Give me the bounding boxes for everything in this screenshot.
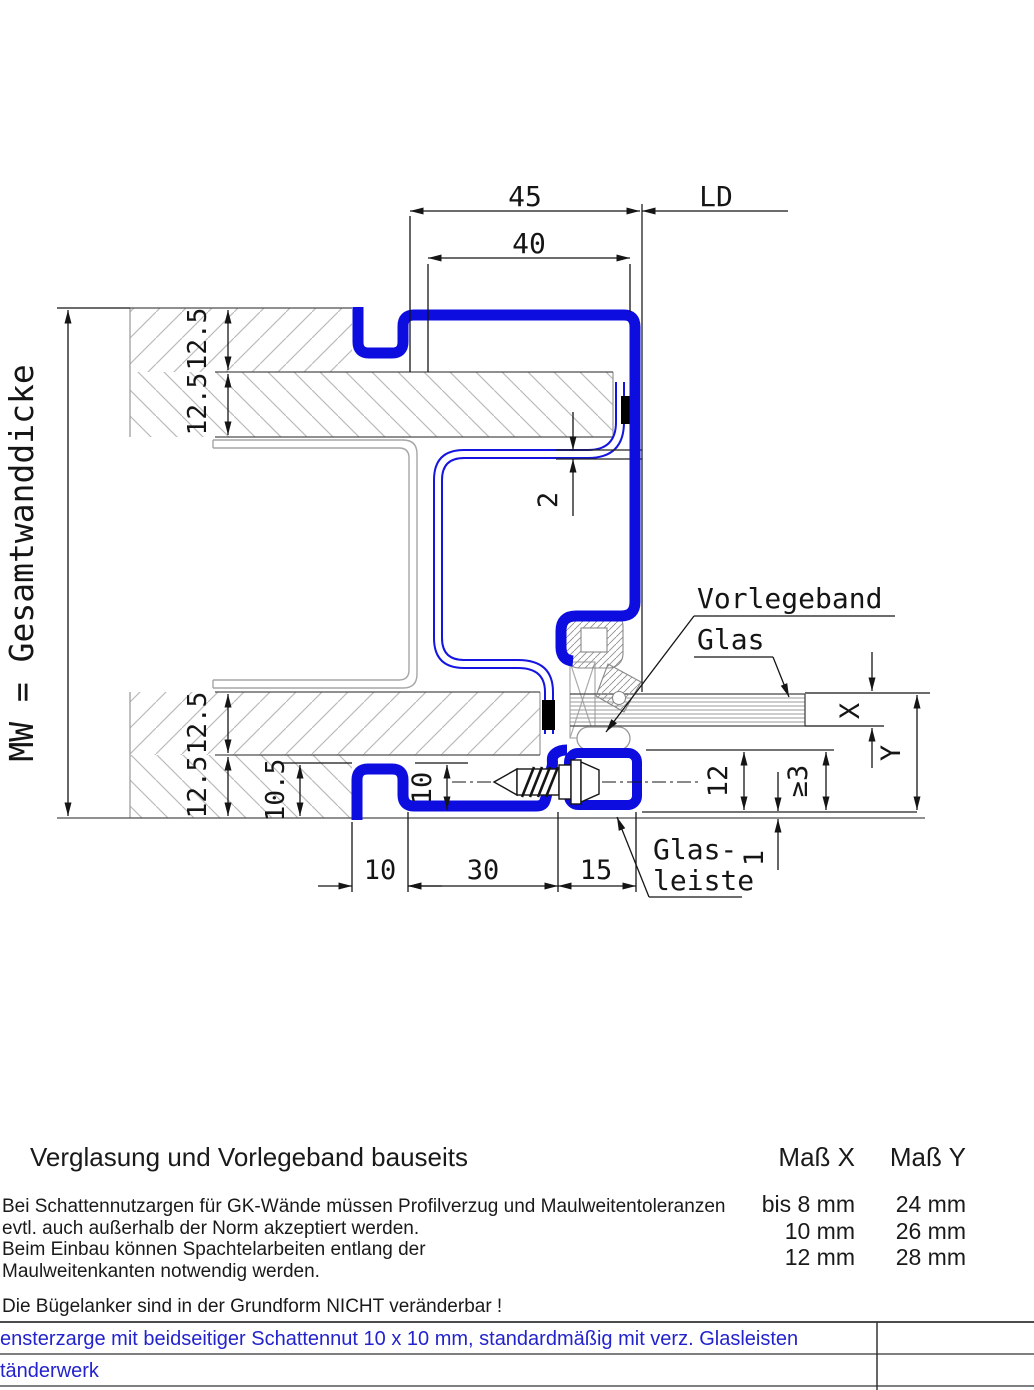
frame-bottom-half — [351, 744, 568, 820]
wall-boundary-lines — [57, 307, 925, 819]
seal-top — [621, 396, 632, 424]
dimension-mw — [57, 307, 130, 816]
label-vorlegeband: Vorlegeband — [697, 582, 882, 615]
dim-text-15: 15 — [580, 855, 613, 886]
wall-layer-3 — [130, 692, 540, 755]
seal-bottom — [542, 700, 555, 730]
value-y-row2: 26 mm — [895, 1217, 966, 1244]
dim-text-1: 1 — [739, 850, 770, 866]
dim-text-ld: LD — [699, 180, 733, 213]
dim-text-groove10: 10 — [364, 855, 397, 886]
dim-text-ge3: ≥3 — [783, 765, 814, 798]
value-x-row3: 12 mm — [784, 1244, 855, 1270]
notes-line-2: evtl. auch außerhalb der Norm akzeptiert… — [2, 1217, 420, 1239]
wall-layer-4 — [130, 755, 352, 818]
value-y-row3: 28 mm — [895, 1244, 966, 1270]
vorlegeband-tape — [576, 726, 631, 751]
wall-outlines — [129, 308, 614, 818]
dim-text-125-2: 12.5 — [183, 373, 213, 436]
dim-text-2: 2 — [533, 492, 564, 508]
notes-heading: Verglasung und Vorlegeband bauseits — [30, 1142, 469, 1172]
edge-lines — [641, 204, 917, 813]
title-block-lines — [0, 1321, 1034, 1390]
col-header-x: Maß X — [778, 1142, 855, 1172]
dim-text-125-1: 12.5 — [183, 308, 213, 371]
gasket — [564, 611, 642, 713]
dim-text-30: 30 — [467, 855, 500, 886]
label-glas: Glas — [697, 623, 764, 656]
dimension-x — [805, 652, 930, 768]
callouts: Vorlegeband Glas Glas- leiste — [605, 582, 895, 898]
notes-line-3: Beim Einbau können Spachtelarbeiten entl… — [2, 1239, 426, 1260]
stud-profile — [212, 439, 418, 689]
dimension-45 — [409, 207, 640, 372]
value-x-row2: 10 mm — [784, 1217, 855, 1244]
value-y-row1: 24 mm — [895, 1191, 966, 1217]
wall-section — [57, 307, 925, 819]
col-values-y: 24 mm 26 mm 28 mm — [846, 1191, 966, 1271]
dimension-40 — [427, 254, 631, 372]
dim-text-12: 12 — [703, 765, 734, 798]
wall-layer-1 — [130, 308, 352, 372]
dim-text-105: 10.5 — [261, 759, 291, 822]
notes-line-4: Maulweitenkanten notwendig werden. — [2, 1260, 320, 1282]
notes-warning: Die Bügelanker sind in der Grundform NIC… — [2, 1296, 503, 1317]
value-x-row1: bis 8 mm — [761, 1191, 855, 1217]
dimension-105 — [282, 762, 352, 816]
dimension-step-10 — [415, 762, 468, 810]
dim-text-125-3: 12.5 — [183, 692, 213, 755]
wall-layer-2 — [130, 372, 613, 437]
col-header-y: Maß Y — [889, 1142, 966, 1172]
label-glasleiste-line2: leiste — [653, 864, 754, 897]
notes-paragraph: Bei Schattennutzargen für GK-Wände müsse… — [2, 1196, 725, 1282]
frame-top-half — [352, 307, 641, 667]
dim-text-45: 45 — [508, 180, 542, 213]
dim-text-40: 40 — [512, 227, 546, 260]
dim-text-y: Y — [876, 745, 907, 761]
counter-frame-sheet — [433, 382, 625, 734]
title-block-row1: ensterzarge mit beidseitiger Schattennut… — [0, 1328, 799, 1350]
dim-text-125-4: 12.5 — [183, 756, 213, 819]
screw — [452, 759, 700, 805]
dimension-bottom-row — [318, 812, 637, 892]
dimensions — [57, 207, 930, 892]
dim-text-x: X — [835, 703, 866, 719]
label-glasleiste-line1: Glas- — [653, 833, 737, 866]
dim-text-mw: MW = Gesamtwanddicke — [2, 364, 41, 761]
title-block-row2: tänderwerk — [0, 1360, 99, 1382]
dim-text-step10: 10 — [407, 772, 438, 805]
col-values-x: bis 8 mm 10 mm 12 mm — [735, 1191, 855, 1271]
notes-line-1: Bei Schattennutzargen für GK-Wände müsse… — [2, 1196, 726, 1217]
dimension-texts: 45 40 LD MW = Gesamtwanddicke 12.5 12.5 … — [2, 180, 907, 886]
